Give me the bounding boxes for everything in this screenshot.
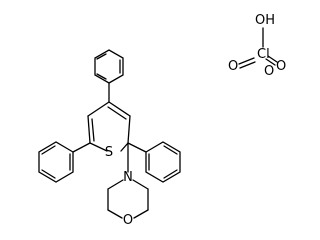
morpholine-oxygen-label: O bbox=[123, 213, 133, 228]
phenyl-left bbox=[38, 141, 91, 183]
oxygen-left-label: O bbox=[228, 59, 238, 74]
phenyl-top bbox=[94, 49, 124, 103]
morpholine-ring bbox=[107, 142, 149, 219]
phenyl-right bbox=[127, 141, 181, 183]
perchloric-acid: OH Cl O O O bbox=[228, 13, 286, 79]
oxygen-bottom-label: O bbox=[264, 64, 274, 79]
thiopyran-molecule: S N O bbox=[38, 49, 181, 228]
oxygen-right-label: O bbox=[276, 59, 286, 74]
sulfur-label: S bbox=[105, 145, 113, 160]
hydroxyl-label: OH bbox=[255, 13, 275, 28]
thiopyran-ring bbox=[87, 101, 131, 152]
chlorine-label: Cl bbox=[257, 47, 270, 62]
nitrogen-label: N bbox=[123, 170, 133, 185]
molecule-diagram: S N O OH Cl O O O bbox=[38, 13, 286, 228]
